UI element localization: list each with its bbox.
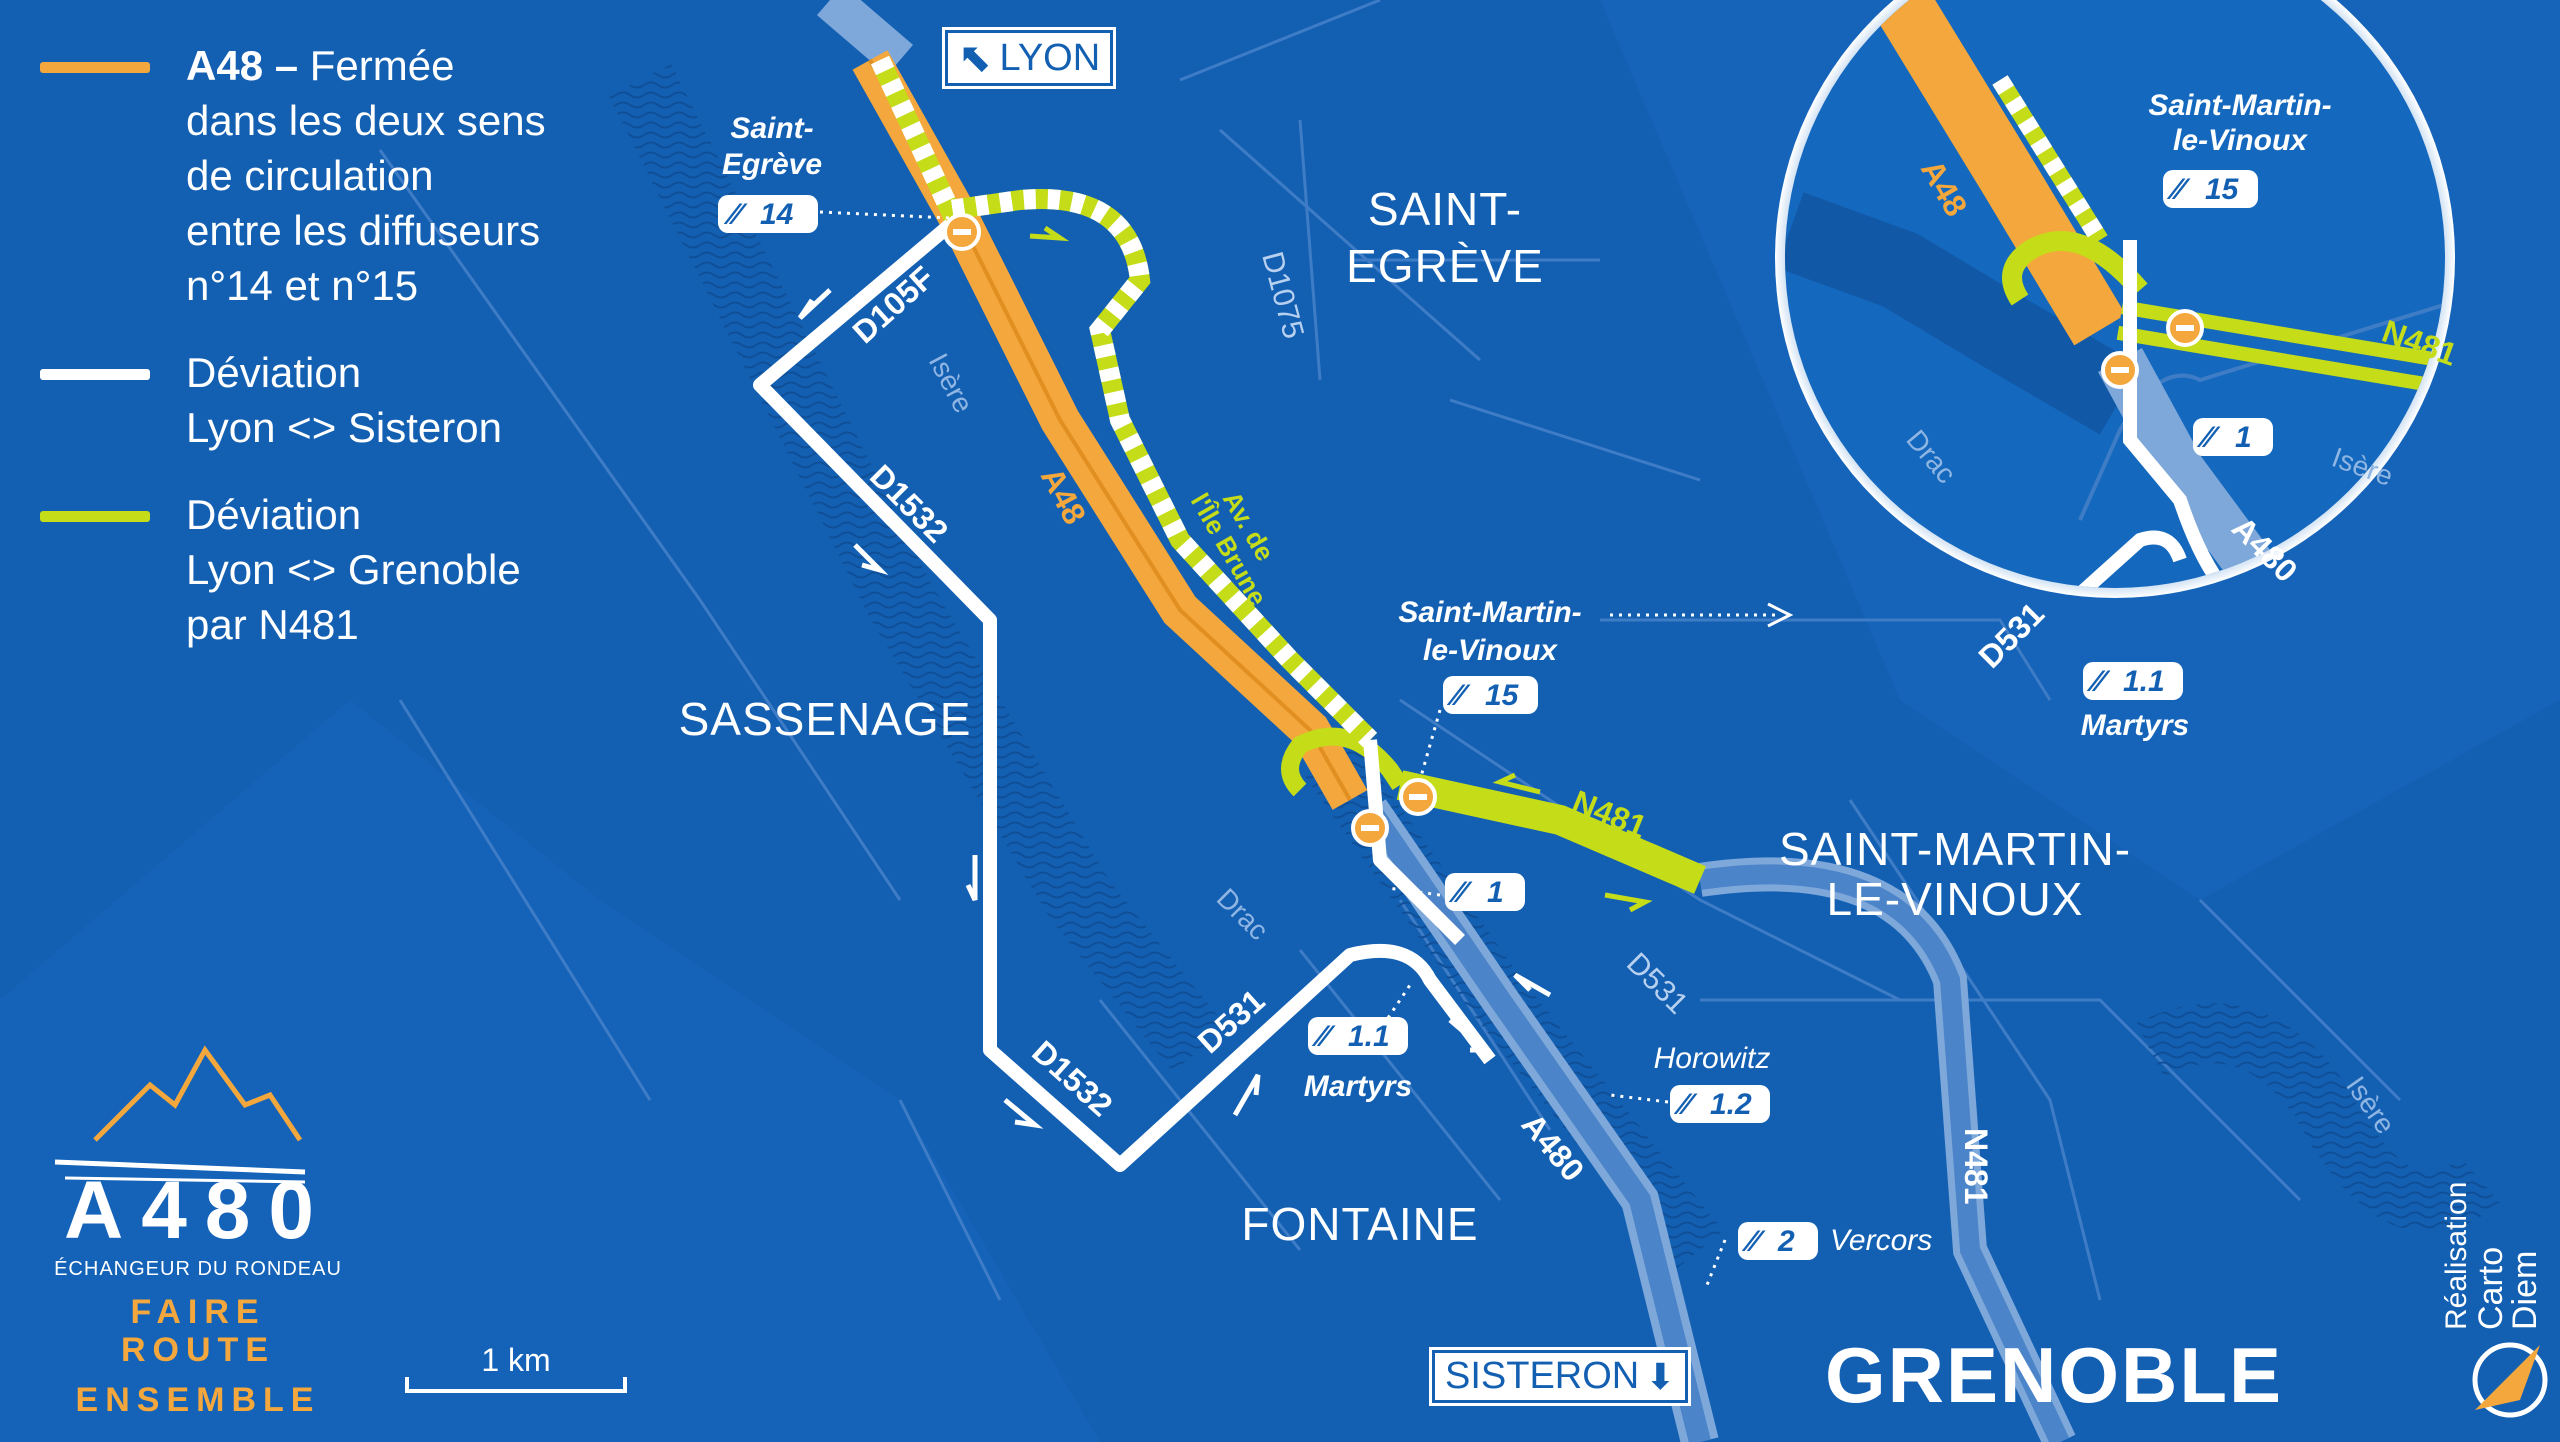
place-smv-2: le-Vinoux: [1423, 634, 1558, 667]
closure-markers: [943, 213, 1437, 847]
city-saint-egreve-2: EGRÈVE: [1346, 240, 1544, 292]
place-martyrs: Martyrs: [1304, 1070, 1412, 1103]
svg-text:1.2: 1.2: [1710, 1088, 1752, 1121]
svg-text:2: 2: [1777, 1225, 1795, 1258]
brand-slogan-2: ENSEMBLE: [75, 1381, 321, 1419]
inset-martyrs: Martyrs: [2081, 709, 2189, 742]
city-fontaine: FONTAINE: [1241, 1198, 1478, 1250]
place-smv-1: Saint-Martin-: [1398, 596, 1581, 629]
road-logo-lines: [54, 1159, 306, 1184]
credit: Réalisation Carto Diem: [2440, 1181, 2544, 1330]
minor-roads: [378, 0, 2402, 1301]
n481-green-road: [1396, 770, 1706, 894]
road-label-n481-vertical: N481: [1958, 1128, 1994, 1205]
svg-text:1: 1: [1487, 876, 1504, 909]
river-isere: [608, 64, 1228, 1072]
sign-sisteron-label: SISTERON: [1445, 1355, 1640, 1397]
exit-badge-1: ⁄⁄1: [1445, 873, 1525, 911]
inset-pointer-arrow: [1767, 602, 1794, 628]
city-smv-2: LE-VINOUX: [1827, 873, 2084, 925]
legend-row-closed: A48 – Fermée dans les deux sens de circu…: [40, 38, 546, 313]
inset-exit-15: [2163, 170, 2258, 208]
exit-badge-1-1: ⁄⁄1.1: [1308, 1017, 1408, 1055]
svg-text:14: 14: [760, 198, 794, 231]
exit-badge-1-2: ⁄⁄1.2: [1670, 1085, 1770, 1123]
city-smv-1: SAINT-MARTIN-: [1779, 823, 2131, 875]
inset-place-2: le-Vinoux: [2173, 124, 2308, 157]
green-deviation-dashes: [870, 55, 1378, 748]
brand-block: A480 ÉCHANGEUR DU RONDEAU FAIRE ROUTE EN…: [48, 1040, 348, 1420]
city-grenoble: GRENOBLE: [1825, 1331, 2284, 1419]
place-saint-egreve-1: Saint-: [730, 112, 813, 145]
legend-swatch-orange: [40, 62, 150, 73]
white-deviation-route: [753, 219, 1496, 1172]
exit-badge-15: ⁄⁄15: [1443, 676, 1538, 714]
svg-text:1: 1: [2235, 421, 2252, 454]
major-roads: [816, 0, 2076, 1442]
compass-logo: [2472, 1342, 2548, 1418]
place-horowitz: Horowitz: [1654, 1042, 1771, 1075]
inset-exit-1-1: [2083, 662, 2183, 700]
legend-swatch-white: [40, 369, 150, 380]
legend-text-white: Déviation Lyon <> Sisteron: [186, 349, 502, 451]
leader-lines: [819, 210, 1780, 1291]
city-saint-egreve-1: SAINT-: [1368, 183, 1522, 235]
scale-bar: 1 km: [405, 1342, 627, 1393]
mountain-logo: [93, 1045, 303, 1142]
svg-text:15: 15: [1485, 679, 1520, 712]
brand-slogan-1: FAIRE ROUTE: [121, 1293, 275, 1369]
inset-place-1: Saint-Martin-: [2148, 89, 2331, 122]
svg-text:15: 15: [2205, 173, 2240, 206]
direction-arrows: [797, 288, 1552, 1129]
scale-label: 1 km: [481, 1342, 551, 1378]
city-sassenage: SASSENAGE: [679, 693, 972, 745]
relief-area: [0, 700, 1100, 1442]
legend: A48 – Fermée dans les deux sens de circu…: [40, 38, 546, 684]
exit-badge-2: ⁄⁄2: [1738, 1222, 1818, 1260]
inset-exit-1: [2193, 418, 2273, 456]
inset-magnifier: Saint-Martin- le-Vinoux ⁄⁄15 ⁄⁄1 ⁄⁄1.1 M…: [1775, 0, 2462, 742]
svg-text:1.1: 1.1: [1348, 1020, 1390, 1053]
brand-subtitle: ÉCHANGEUR DU RONDEAU: [54, 1258, 342, 1280]
river-isere-east: [2136, 1003, 2500, 1233]
exit-badge-14: ⁄⁄14: [718, 195, 818, 233]
arrow-down-icon: ⬇: [1645, 1355, 1676, 1397]
legend-swatch-green: [40, 511, 150, 522]
sign-lyon-label: LYON: [999, 36, 1101, 79]
scale-line: [405, 1377, 627, 1393]
legend-text-closed: A48 – Fermée dans les deux sens de circu…: [186, 42, 546, 309]
legend-row-green: Déviation Lyon <> Grenoble par N481: [40, 487, 546, 652]
credit-line-2: Carto Diem: [2472, 1246, 2544, 1330]
legend-row-white: Déviation Lyon <> Sisteron: [40, 345, 546, 455]
sign-sisteron: SISTERON ⬇: [1428, 1347, 1692, 1406]
svg-text:1.1: 1.1: [2123, 665, 2165, 698]
sign-lyon: ⬉ LYON: [941, 27, 1117, 89]
place-vercors: Vercors: [1830, 1224, 1932, 1257]
arrow-up-left-icon: ⬉: [958, 36, 992, 80]
credit-line-1: Réalisation: [2440, 1181, 2473, 1330]
place-saint-egreve-2: Egrève: [722, 148, 822, 181]
legend-text-green: Déviation Lyon <> Grenoble par N481: [186, 491, 521, 648]
green-arrows: [1029, 225, 1653, 913]
brand-title: A480: [63, 1165, 333, 1256]
